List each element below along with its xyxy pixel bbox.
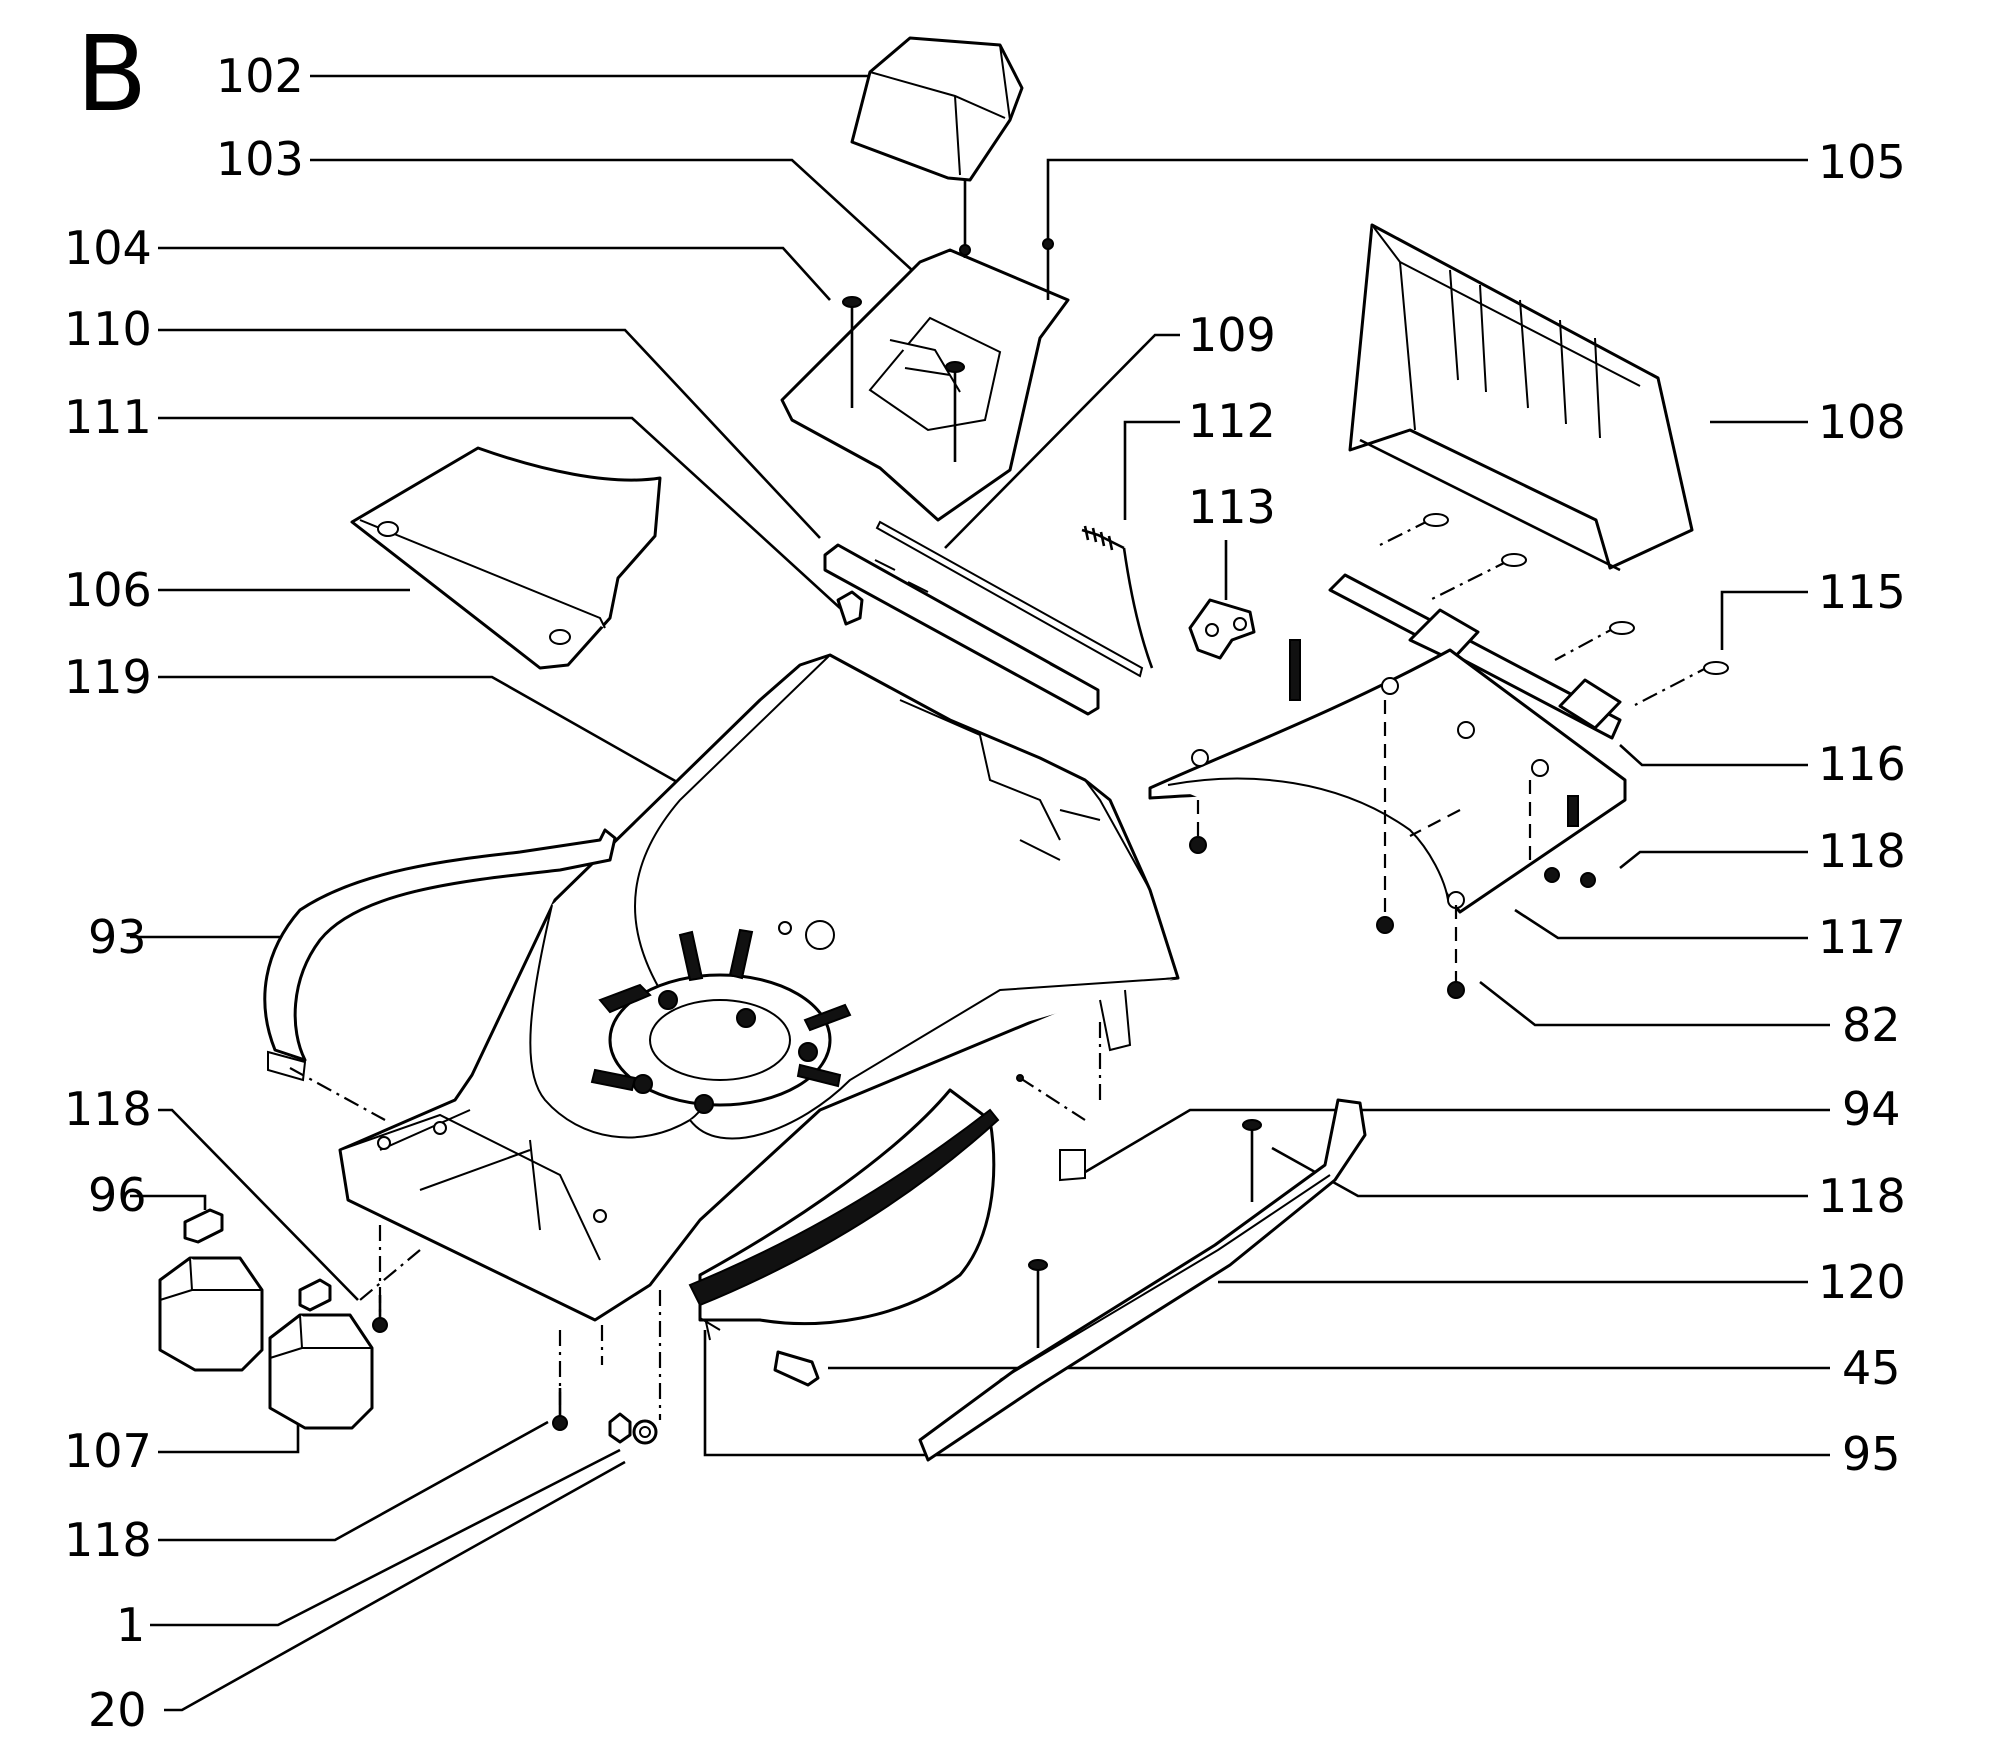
callout-120: 120 (1818, 1255, 1906, 1309)
part-119-deck-housing (338, 653, 1180, 1322)
callout-118-left-lower: 118 (64, 1513, 152, 1567)
part-108-bag-frame (1348, 223, 1694, 572)
callout-112: 112 (1188, 394, 1276, 448)
part-102-cover (850, 36, 1024, 182)
callout-119: 119 (64, 650, 152, 704)
callout-107: 107 (64, 1424, 152, 1478)
callout-20: 20 (88, 1683, 147, 1737)
part-112-spring (1081, 525, 1154, 669)
callout-113: 113 (1188, 480, 1276, 534)
callout-109: 109 (1188, 308, 1276, 362)
part-103-switch-housing (780, 180, 1070, 522)
callout-105: 105 (1818, 135, 1906, 189)
part-111-clip (836, 590, 864, 626)
part-106-cover-plate (350, 446, 662, 670)
callout-118-right-lower: 118 (1818, 1169, 1906, 1223)
callout-94: 94 (1842, 1082, 1901, 1136)
callout-108: 108 (1818, 395, 1906, 449)
part-118-left-bracket (298, 1278, 332, 1312)
callout-110: 110 (64, 302, 152, 356)
section-letter: B (76, 13, 147, 135)
callout-116: 116 (1818, 737, 1906, 791)
left-fasteners (359, 1225, 662, 1445)
callout-102: 102 (216, 49, 304, 103)
part-93-side-flap (263, 828, 617, 1121)
part-120-blade (918, 1098, 1367, 1462)
callout-115: 115 (1818, 565, 1906, 619)
callout-1: 1 (116, 1598, 145, 1652)
callout-118-left-upper: 118 (64, 1082, 152, 1136)
part-116-bar (1328, 573, 1622, 740)
callout-106: 106 (64, 563, 152, 617)
callout-103: 103 (216, 132, 304, 186)
callout-118-right-upper: 118 (1818, 824, 1906, 878)
callout-117: 117 (1818, 910, 1906, 964)
callout-104: 104 (64, 221, 152, 275)
callout-82: 82 (1842, 998, 1901, 1052)
leader-lines (130, 74, 1830, 1712)
callout-95: 95 (1842, 1427, 1901, 1481)
right-fasteners (1189, 513, 1729, 999)
part-109-rod (875, 520, 1144, 678)
part-94-rear-shield (688, 1020, 1102, 1325)
blade-fasteners (699, 1119, 1262, 1387)
part-96-clip (183, 1208, 224, 1244)
callout-111: 111 (64, 390, 152, 444)
part-113-bracket (1188, 598, 1256, 660)
part-117-plate (1148, 639, 1627, 914)
part-107-wheel-covers (158, 1256, 374, 1430)
part-110-bracket (823, 543, 1100, 716)
callout-45: 45 (1842, 1341, 1901, 1395)
